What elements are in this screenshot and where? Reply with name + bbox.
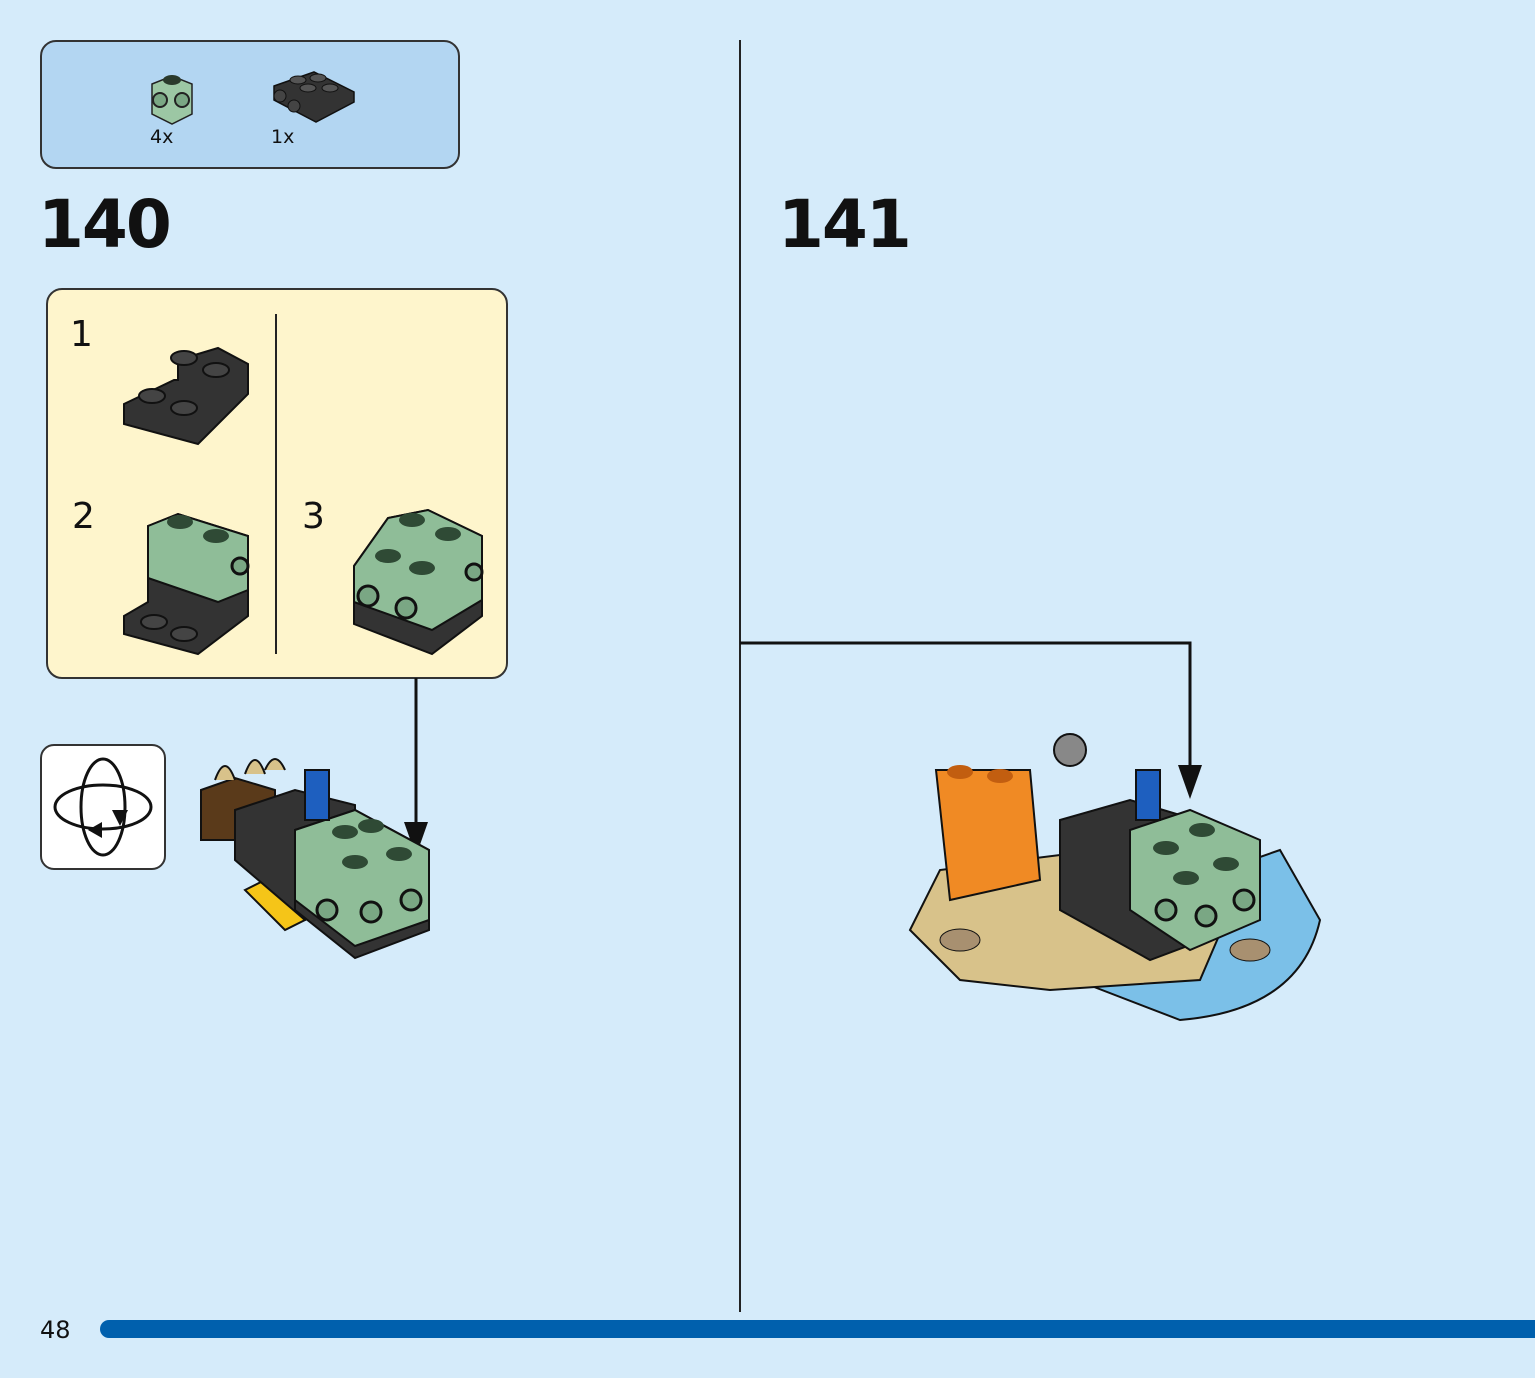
substep-2-illustration [123,512,250,656]
substep-3-illustration [353,508,484,656]
page-number: 48 [40,1316,71,1344]
substep-number: 3 [302,496,325,537]
page-progress-bar [100,1320,1535,1338]
substep-number: 2 [72,496,95,537]
callout-arrow [404,678,428,856]
part-quantity: 1x [271,126,295,148]
substep-callout: 1 2 3 [46,288,508,679]
black-plate-illustration [123,346,249,446]
parts-list-box: 4x 1x [40,40,460,169]
part-quantity: 4x [150,126,174,148]
placement-arrow [740,641,1202,799]
black-plate-icon [273,71,355,123]
page-divider [739,40,741,1312]
divider [275,314,277,654]
step-140-model [200,758,430,960]
substep-number: 1 [70,314,93,355]
step-number: 141 [778,186,912,263]
rotate-model-icon [40,744,166,870]
rotate-arrows-icon [53,757,153,857]
step-number: 140 [38,186,172,263]
sand-green-brick-icon [151,75,193,125]
step-141-model [908,733,1322,1022]
